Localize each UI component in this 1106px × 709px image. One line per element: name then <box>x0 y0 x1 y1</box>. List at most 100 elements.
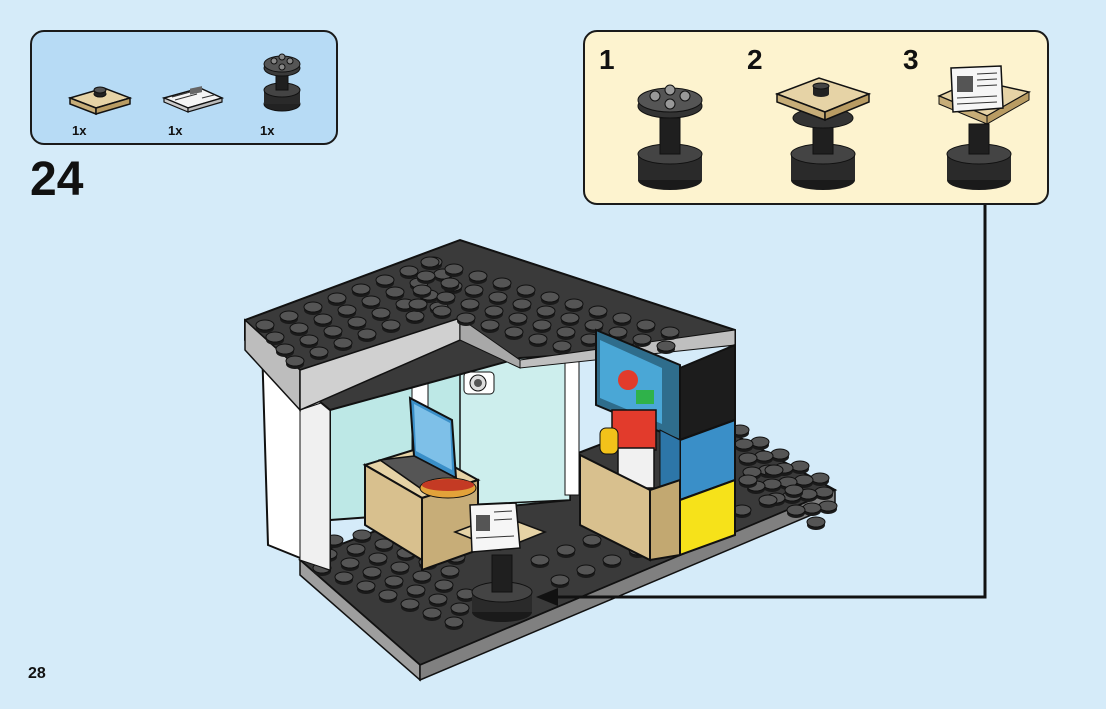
stud <box>608 326 628 338</box>
newspaper-icon <box>161 86 225 113</box>
stud <box>265 331 285 343</box>
stud <box>556 326 576 338</box>
stud <box>384 575 404 587</box>
stud <box>588 305 608 317</box>
stud <box>362 566 382 578</box>
part-qty: 1x <box>260 123 275 138</box>
part-qty: 1x <box>72 123 87 138</box>
part-newspaper-tile: 1x <box>160 42 240 142</box>
stud <box>784 484 804 496</box>
stud <box>279 310 299 322</box>
stud <box>738 452 758 464</box>
stud <box>660 326 680 338</box>
substep-number: 1 <box>599 44 615 75</box>
stud <box>422 607 442 619</box>
hotdog-icon <box>419 477 477 499</box>
stud <box>357 328 377 340</box>
popcorn-machine <box>599 409 657 489</box>
stud <box>536 305 556 317</box>
stud <box>750 436 770 448</box>
part-tan-plate: 1x <box>64 42 144 142</box>
stud <box>375 274 395 286</box>
stud <box>656 340 676 352</box>
stud <box>420 256 440 268</box>
stud <box>508 312 528 324</box>
stud <box>764 464 784 476</box>
stud <box>632 333 652 345</box>
stud <box>434 579 454 591</box>
stud <box>361 295 381 307</box>
stud <box>464 284 484 296</box>
stud <box>612 312 632 324</box>
substep-2: 2 <box>733 32 883 202</box>
substep-number: 3 <box>903 44 919 75</box>
stud <box>412 570 432 582</box>
stud <box>432 305 452 317</box>
callout-line <box>548 205 987 599</box>
stud <box>299 334 319 346</box>
stud <box>786 504 806 516</box>
stud <box>340 557 360 569</box>
stud <box>754 450 774 462</box>
stud <box>468 270 488 282</box>
stud <box>334 571 354 583</box>
stud <box>584 319 604 331</box>
stud <box>444 616 464 628</box>
substep-number: 2 <box>747 44 763 75</box>
stud <box>444 263 464 275</box>
stud <box>488 291 508 303</box>
stud <box>492 277 512 289</box>
stud <box>602 554 622 566</box>
stud <box>794 474 814 486</box>
stud <box>530 554 550 566</box>
stud <box>582 534 602 546</box>
stud <box>636 319 656 331</box>
stud <box>378 589 398 601</box>
stud <box>814 486 834 498</box>
part-qty: 1x <box>168 123 183 138</box>
stud <box>412 284 432 296</box>
stud <box>309 346 329 358</box>
stud <box>323 325 343 337</box>
stud <box>790 460 810 472</box>
stud <box>416 270 436 282</box>
stud <box>368 552 388 564</box>
parts-list-panel: 1x 1x 1x <box>30 30 338 145</box>
stud <box>440 565 460 577</box>
stud <box>552 340 572 352</box>
step-number: 24 <box>30 153 84 206</box>
stud <box>408 298 428 310</box>
stud <box>456 312 476 324</box>
stud <box>556 544 576 556</box>
stud <box>255 319 275 331</box>
stud <box>351 283 371 295</box>
stud <box>564 298 584 310</box>
stud <box>275 343 295 355</box>
stud <box>406 584 426 596</box>
stud <box>374 538 394 550</box>
stud <box>528 333 548 345</box>
stud <box>818 500 838 512</box>
page-number: 28 <box>28 665 46 682</box>
stud <box>806 516 826 528</box>
stud <box>440 277 460 289</box>
stud <box>734 438 754 450</box>
stud <box>285 355 305 367</box>
stud <box>400 598 420 610</box>
stud <box>450 602 470 614</box>
stud <box>303 301 323 313</box>
placed-newspaper-stand <box>452 502 548 622</box>
stud <box>313 313 333 325</box>
stud <box>576 564 596 576</box>
stud <box>347 316 367 328</box>
stud <box>428 593 448 605</box>
stud <box>758 494 778 506</box>
tan-plate-icon <box>67 86 133 116</box>
stud <box>371 307 391 319</box>
stud <box>390 561 410 573</box>
stud <box>356 580 376 592</box>
substep-1: 1 <box>585 32 735 202</box>
stud <box>550 574 570 586</box>
stud <box>532 319 552 331</box>
